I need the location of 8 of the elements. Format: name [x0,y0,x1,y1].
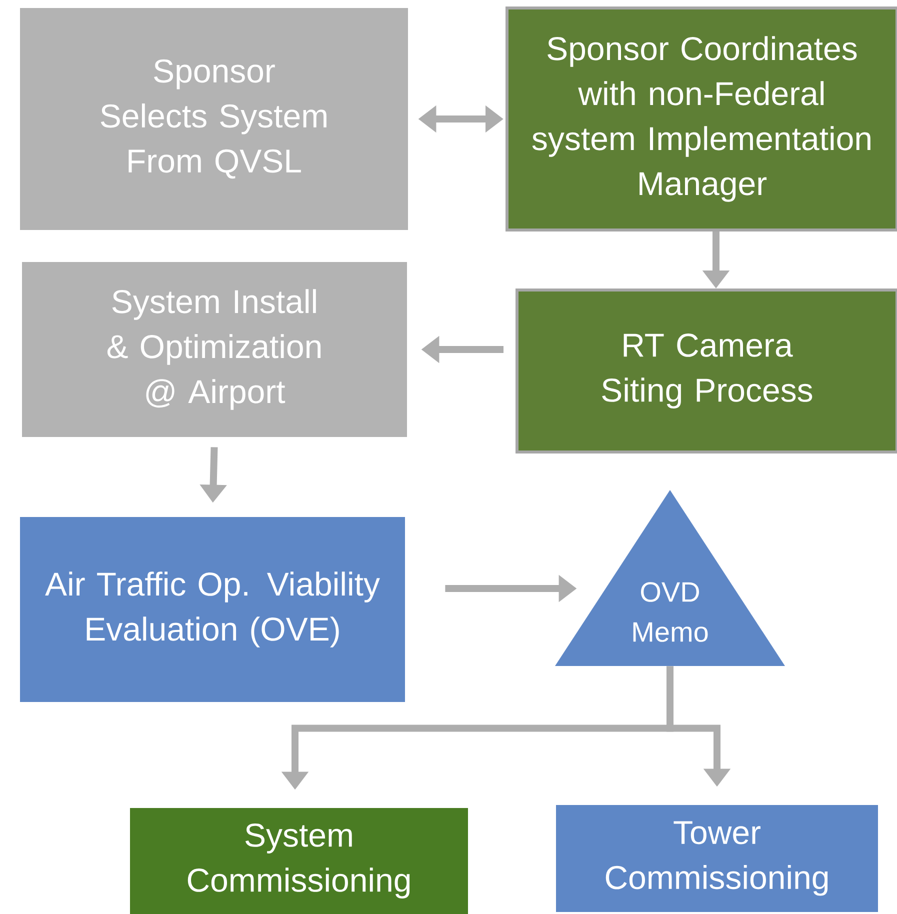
process-box: System Commissioning [130,808,468,914]
process-box: System Install & Optimization @ Airport [22,262,407,437]
process-box: Air Traffic Op. Viability Evaluation (OVE) [20,517,405,702]
process-box: Tower Commissioning [556,805,878,912]
triangle-node: OVD Memo [555,490,785,666]
process-box: Sponsor Coordinates with non-Federal system Implementation Manager [506,6,897,232]
process-box: RT Camera Siting Process [516,288,897,454]
process-box: Sponsor Selects System From QVSL [20,8,408,230]
